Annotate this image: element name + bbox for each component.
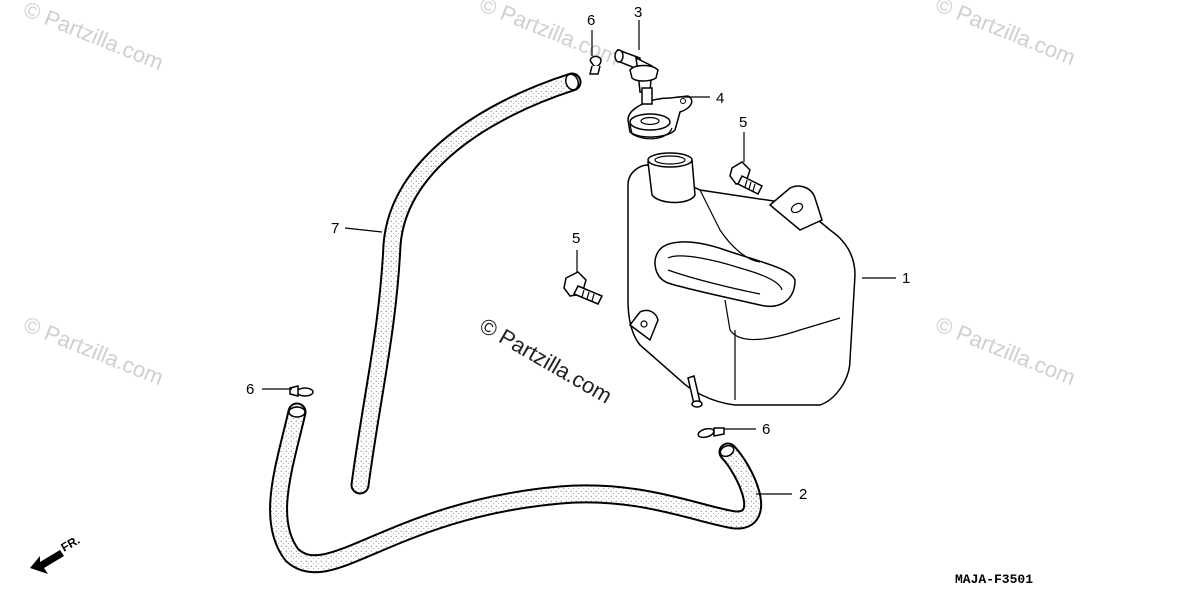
callout-2[interactable]: 2 bbox=[799, 486, 807, 503]
hose-part-2[interactable] bbox=[269, 402, 763, 574]
clip-part-6-top[interactable] bbox=[589, 55, 602, 75]
elbow-fitting-part-3[interactable] bbox=[614, 48, 659, 105]
callout-5-lower[interactable]: 5 bbox=[572, 230, 580, 247]
leader-7 bbox=[344, 227, 383, 233]
diagram-code: MAJA-F3501 bbox=[955, 572, 1033, 587]
reserve-tank-part-1[interactable] bbox=[627, 152, 856, 408]
callout-3[interactable]: 3 bbox=[634, 4, 642, 21]
front-marker-label: FR. bbox=[59, 533, 83, 555]
bolt-part-5-lower[interactable] bbox=[563, 271, 604, 305]
callout-6-left[interactable]: 6 bbox=[246, 381, 254, 398]
watermark-group: © Partzilla.com © Partzilla.com © Partzi… bbox=[20, 0, 1079, 390]
cap-part-4[interactable] bbox=[627, 95, 693, 140]
hose-part-7[interactable] bbox=[350, 72, 582, 495]
leader-lines bbox=[262, 20, 896, 495]
watermark-center: © Partzilla.com bbox=[476, 313, 617, 409]
watermark-bottom-right: © Partzilla.com bbox=[932, 311, 1079, 390]
callout-1[interactable]: 1 bbox=[902, 270, 910, 287]
callout-7[interactable]: 7 bbox=[331, 220, 339, 237]
watermark-bottom-left: © Partzilla.com bbox=[20, 311, 167, 390]
clip-part-6-left[interactable] bbox=[289, 385, 314, 397]
watermark-top-right: © Partzilla.com bbox=[932, 0, 1079, 70]
callout-6-top[interactable]: 6 bbox=[587, 12, 595, 29]
clip-part-6-right[interactable] bbox=[697, 427, 725, 439]
callout-4[interactable]: 4 bbox=[716, 90, 724, 107]
watermark-top-left: © Partzilla.com bbox=[20, 0, 167, 75]
front-arrow-icon bbox=[30, 550, 64, 574]
bolt-part-5-upper[interactable] bbox=[729, 161, 764, 196]
callout-5-upper[interactable]: 5 bbox=[739, 114, 747, 131]
callout-6-right[interactable]: 6 bbox=[762, 421, 770, 438]
callouts: 1 2 3 4 5 5 6 6 6 7 bbox=[246, 4, 910, 503]
front-direction-marker: FR. bbox=[30, 533, 82, 574]
